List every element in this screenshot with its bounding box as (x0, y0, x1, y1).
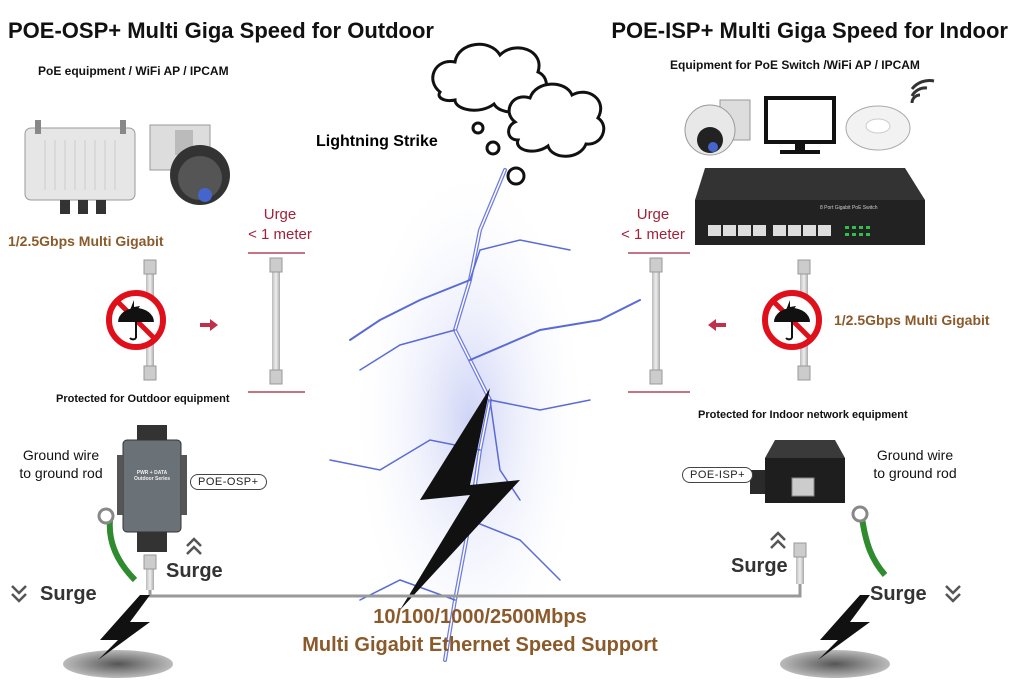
speed-support-line-2: Multi Gigabit Ethernet Speed Support (302, 634, 658, 656)
urge-title: Urge (636, 206, 670, 223)
ground-wire-left (97, 507, 138, 583)
ground-line-2: to ground rod (19, 465, 103, 481)
left-surge-inner: Surge (166, 560, 223, 582)
lightning-bolt-icon (818, 595, 870, 660)
monitor-icon (764, 96, 836, 154)
ground-shadow-left (63, 650, 173, 678)
double-chevron-icon (770, 531, 786, 549)
right-title: POE-ISP+ Multi Giga Speed for Indoor (611, 18, 1008, 43)
main-cable (148, 584, 802, 598)
osp-device-line-2: Outdoor Series (133, 476, 171, 482)
double-chevron-icon (11, 585, 27, 603)
poe-switch (695, 168, 925, 245)
ground-shadow-right (780, 650, 890, 678)
poe-isp-label: POE-ISP+ (682, 467, 754, 483)
lightning-branches (329, 168, 641, 662)
left-title: POE-OSP+ Multi Giga Speed for Outdoor (8, 18, 434, 43)
left-ground-label: Ground wire to ground rod (6, 446, 116, 482)
left-equipment-caption: PoE equipment / WiFi AP / IPCAM (38, 64, 229, 78)
osp-device-text: PWR + DATA Outdoor Series (128, 470, 176, 482)
switch-caption: 8 Port Gigabit PoE Switch (820, 205, 878, 211)
urge-distance: < 1 meter (248, 226, 312, 243)
cloud-icon (431, 42, 606, 186)
poe-osp-label: POE-OSP+ (190, 474, 267, 490)
ground-line-1: Ground wire (876, 447, 954, 463)
left-surge-outer: Surge (40, 583, 97, 605)
double-chevron-icon (945, 585, 961, 603)
outdoor-ap-device (24, 120, 136, 214)
poe-isp-device (750, 440, 845, 503)
dome-camera (684, 99, 751, 156)
left-protected-caption: Protected for Outdoor equipment (56, 393, 230, 405)
osp-device-line-1: PWR + DATA (136, 470, 168, 476)
right-ground-label: Ground wire to ground rod (860, 446, 970, 482)
ceiling-ap (845, 105, 911, 151)
right-surge-outer: Surge (870, 583, 927, 605)
poe-osp-device (117, 425, 187, 552)
ptz-camera (149, 124, 230, 205)
prohibit-umbrella-icon (106, 290, 166, 350)
speed-support-line-1: 10/100/1000/2500Mbps (373, 606, 587, 628)
arrow-icon (708, 319, 726, 331)
wifi-icon (910, 79, 935, 104)
urge-distance: < 1 meter (621, 226, 685, 243)
right-equipment-caption: Equipment for PoE Switch /WiFi AP / IPCA… (670, 58, 920, 72)
arrow-icon (200, 319, 218, 331)
right-protected-caption: Protected for Indoor network equipment (698, 409, 908, 421)
left-speed-label: 1/2.5Gbps Multi Gigabit (8, 233, 164, 249)
lightning-bolt-icon (400, 388, 520, 610)
double-chevron-icon (186, 537, 202, 555)
ground-line-1: Ground wire (22, 447, 100, 463)
right-urge-label: Urge < 1 meter (598, 205, 708, 245)
lightning-strike-label: Lightning Strike (316, 133, 438, 150)
urge-brackets (248, 252, 690, 393)
right-surge-inner: Surge (731, 555, 788, 577)
lightning-bolt-icon (98, 595, 150, 660)
ground-wire-right (851, 505, 888, 577)
left-urge-label: Urge < 1 meter (225, 205, 335, 245)
ground-line-2: to ground rod (873, 465, 957, 481)
right-speed-label: 1/2.5Gbps Multi Gigabit (834, 312, 990, 328)
prohibit-umbrella-icon (762, 290, 822, 350)
urge-title: Urge (263, 206, 297, 223)
